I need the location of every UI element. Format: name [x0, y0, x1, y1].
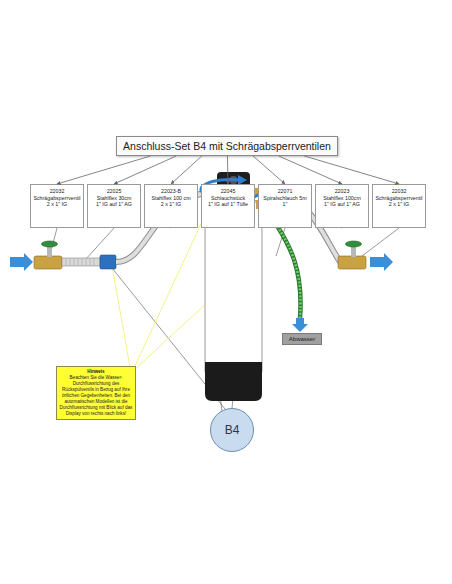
node-heading: 22045 [203, 188, 253, 195]
node-heading: Hinweis [59, 369, 133, 375]
node-heading: 22023-B [146, 188, 196, 195]
part-box: 22023Stahlflex 100cm1" IG auf 1" AG [315, 184, 369, 228]
node-heading: 22032 [32, 188, 82, 195]
node-text: Abwasser [283, 334, 321, 344]
part-box: 22032Schrägabsperrventil2 x 1" IG [30, 184, 84, 228]
connector-arrow [304, 156, 399, 184]
node-heading: 22025 [89, 188, 139, 195]
title-box: Anschluss-Set B4 mit Schrägabsperrventil… [116, 136, 338, 156]
connector-arrow [227, 156, 229, 184]
stahlflex-30cm [62, 255, 116, 269]
left-valve [34, 241, 62, 269]
connector-arrow [279, 156, 342, 184]
connector-arrow [114, 156, 176, 184]
node-text: 1" [260, 201, 310, 208]
node-text: 2 x 1" IG [32, 201, 82, 208]
connector-arrow [253, 156, 285, 184]
node-text: Stahlflex 30cm [89, 195, 139, 202]
text-wrap: Anschluss-Set B4 mit Schrägabsperrventil… [123, 140, 331, 152]
part-box: 22023-BStahlflex 100 cm2 x 1" IG [144, 184, 198, 228]
text-wrap: B4 [225, 423, 240, 437]
drain-label-box: Abwasser [282, 333, 322, 345]
node-text: 1" IG auf 1" AG [317, 201, 367, 208]
node-text: Spiralschlauch 5m [260, 195, 310, 202]
node-heading: 22023 [317, 188, 367, 195]
part-box: 22045Schlauchstück1" IG auf 1" Tülle [201, 184, 255, 228]
inlet-arrow [10, 253, 33, 271]
node-text: Schrägabsperrventil [32, 195, 82, 202]
connector-arrow [171, 156, 202, 184]
note-box: HinweisBeachten Sie die Wasser-Durchflus… [56, 366, 136, 420]
part-box: 22032Schrägabsperrventil2 x 1" IG [372, 184, 426, 228]
node-text: 1" IG auf 1" AG [89, 201, 139, 208]
node-text: 2 x 1" IG [374, 201, 424, 208]
node-text: B4 [225, 423, 240, 437]
node-text: 2 x 1" IG [146, 201, 196, 208]
set-circle: B4 [210, 408, 254, 452]
part-box: 22071Spiralschlauch 5m1" [258, 184, 312, 228]
connector-arrow [57, 156, 151, 184]
node-text: Schlauchstück [203, 195, 253, 202]
node-text: 1" IG auf 1" Tülle [203, 201, 253, 208]
node-text: Beachten Sie die Wasser-Durchflussrichtu… [59, 375, 133, 417]
node-text: Anschluss-Set B4 mit Schrägabsperrventil… [123, 140, 331, 152]
node-heading: 22071 [260, 188, 310, 195]
outlet-arrow [370, 253, 393, 271]
node-text: Stahlflex 100 cm [146, 195, 196, 202]
right-valve [338, 241, 366, 269]
part-box: 22025Stahlflex 30cm1" IG auf 1" AG [87, 184, 141, 228]
node-text: Schrägabsperrventil [374, 195, 424, 202]
node-heading: 22032 [374, 188, 424, 195]
node-text: Stahlflex 100cm [317, 195, 367, 202]
